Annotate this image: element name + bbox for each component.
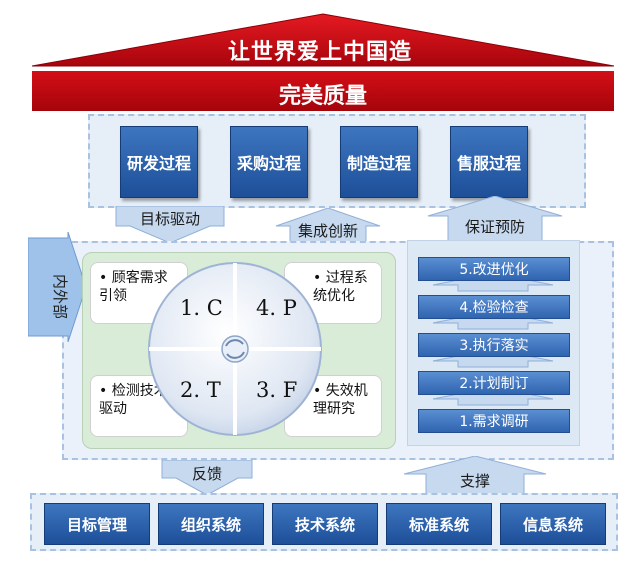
down-arrow-target (115, 206, 225, 244)
quadrant-failure-text: 失效机理研究 (313, 383, 368, 417)
bullet-icon: • (99, 383, 108, 399)
roof-title: 让世界爱上中国造 (227, 40, 412, 65)
roof-shape (31, 13, 615, 67)
system-box-goal: 目标管理 (44, 503, 150, 545)
side-banner-label: 内外部 (51, 274, 69, 320)
process-box-manufacture: 制造过程 (340, 126, 418, 198)
quality-title: 完美质量 (278, 84, 367, 109)
quadrant-testing-text: 检测技术驱动 (99, 383, 168, 417)
innovation-label: 集成创新 (297, 222, 358, 240)
bullet-icon: • (99, 270, 108, 286)
quadrant-process-text: 过程系统优化 (313, 270, 368, 304)
quadrant-label-t: 2. T (180, 378, 221, 402)
ctfp-circle (148, 262, 322, 436)
bullet-icon: • (313, 270, 322, 286)
step-4: 4.检验检查 (418, 295, 570, 319)
process-box-rd: 研发过程 (120, 126, 198, 198)
prevention-label: 保证预防 (464, 218, 525, 236)
support-label: 支撑 (459, 472, 490, 490)
step-5: 5.改进优化 (418, 257, 570, 281)
quadrant-process: • 过程系统优化 (284, 262, 382, 324)
feedback-label: 反馈 (191, 465, 222, 483)
steps-arrows (432, 272, 554, 406)
step-3: 3.执行落实 (418, 333, 570, 357)
system-box-organization: 组织系统 (158, 503, 264, 545)
process-box-purchase: 采购过程 (230, 126, 308, 198)
system-box-information: 信息系统 (500, 503, 606, 545)
system-box-technology: 技术系统 (272, 503, 378, 545)
system-box-standard: 标准系统 (386, 503, 492, 545)
quadrant-label-f: 3. F (256, 378, 298, 402)
quadrant-label-c: 1. C (180, 296, 223, 320)
quality-band (32, 71, 614, 111)
bullet-icon: • (313, 383, 322, 399)
quadrant-customer-text: 顾客需求引领 (99, 270, 168, 304)
step-1: 1.需求调研 (418, 409, 570, 433)
step-2: 2.计划制订 (418, 371, 570, 395)
side-arrow-banner (28, 232, 86, 342)
target-drive-label: 目标驱动 (139, 210, 200, 228)
process-box-service: 售服过程 (450, 126, 528, 198)
down-arrow-feedback (161, 460, 253, 496)
quadrant-label-p: 4. P (256, 296, 297, 320)
